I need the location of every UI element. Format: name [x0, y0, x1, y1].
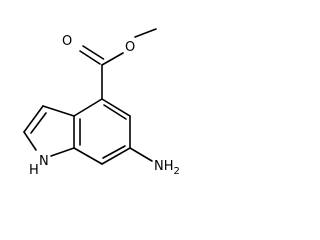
ester-group	[79, 28, 157, 100]
amino-subscript: 2	[174, 166, 180, 177]
bond-c4-c5-inner	[103, 104, 127, 120]
bond-c4-c5	[101, 98, 131, 117]
bond-c-o-single	[101, 52, 124, 66]
indole-nitrogen-label: N	[39, 154, 49, 169]
bond-o-methyl	[134, 28, 157, 38]
bond-c3a-c4	[73, 98, 103, 117]
bond-c3a-c3	[42, 105, 75, 117]
amino-nh-text: NH	[154, 159, 174, 174]
bond-c3-c2-inner	[30, 112, 47, 134]
carbonyl-oxygen-label: O	[62, 34, 72, 49]
bond-c3-c2	[23, 105, 44, 133]
pyrrole-ring	[23, 105, 75, 157]
amino-group-label: NH2	[154, 159, 180, 177]
bond-c6-c7	[101, 147, 131, 165]
structure-diagram: O O H N NH2	[23, 28, 180, 178]
bond-c-o-double-a	[79, 50, 101, 65]
bond-c-o-double-b	[82, 45, 105, 60]
bond-n1-c7a	[50, 147, 75, 157]
ester-oxygen-label: O	[125, 40, 135, 55]
benzene-ring	[73, 98, 131, 165]
bond-c6-nh2	[129, 147, 153, 162]
indole-nh-hydrogen-label: H	[29, 163, 39, 178]
bond-c2-n1	[23, 131, 37, 151]
bond-c6-c7-inner	[102, 145, 126, 159]
bond-c7-c7a	[73, 147, 103, 165]
